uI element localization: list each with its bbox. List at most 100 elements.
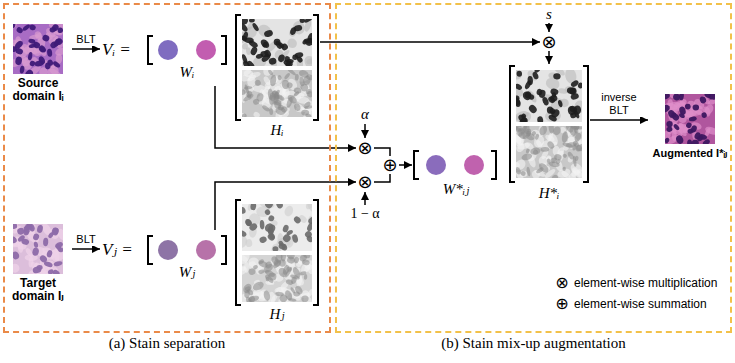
hematoxylin-channel-blob	[248, 222, 258, 232]
histology-image-blob	[673, 123, 681, 131]
operator-symbol: ⊕	[381, 156, 399, 174]
eosin-channel-blob	[269, 108, 273, 115]
histology-image	[13, 24, 63, 74]
histology-image-blob	[701, 112, 708, 119]
hematoxylin-channel-blob	[263, 29, 273, 38]
histology-image-blob	[27, 52, 33, 61]
hematoxylin-channel-blob	[259, 204, 276, 210]
matrix-node: Vⱼ =Wⱼ	[100, 230, 232, 286]
eosin-channel-blob	[546, 158, 551, 164]
node-label: Target domain Iⱼ	[4, 277, 72, 303]
hematoxylin-channel-blob	[306, 204, 312, 214]
hematoxylin-channel-blob	[259, 236, 268, 244]
eosin-channel-blob	[242, 113, 248, 117]
legend-symbol: ⊗	[553, 273, 571, 293]
hematoxylin-channel-blob	[304, 230, 312, 239]
hematoxylin-channel-blob	[553, 73, 561, 80]
edge-label: BLT	[75, 33, 96, 46]
hematoxylin-channel-blob	[567, 105, 576, 116]
hematoxylin-channel-blob	[558, 88, 568, 95]
matrix-bracket	[148, 36, 226, 64]
eosin-channel-blob	[534, 133, 539, 140]
eosin-channel-blob	[538, 126, 548, 136]
eosin-channel-blob	[305, 88, 312, 95]
histology-image-blob	[28, 43, 36, 49]
histology-image-blob	[685, 103, 692, 110]
matrix-bracket	[236, 200, 318, 305]
eosin-channel-blob	[298, 70, 310, 79]
eosin-channel-blob	[277, 75, 283, 81]
histology-image-blob	[29, 60, 36, 67]
hematoxylin-channel-blob	[521, 90, 533, 102]
eosin-channel-blob	[290, 274, 301, 281]
eosin-channel-blob	[546, 140, 555, 150]
eosin-channel-blob	[263, 290, 271, 301]
stain-vector-dot	[196, 40, 216, 60]
eosin-channel-blob	[244, 84, 250, 95]
hematoxylin-channel-blob	[517, 113, 528, 122]
hematoxylin-channel-blob	[251, 22, 260, 32]
histology-image-blob	[43, 238, 49, 247]
histology-image-blob	[691, 139, 699, 144]
legend-text: element-wise summation	[574, 294, 707, 314]
eosin-channel-blob	[301, 295, 309, 302]
eosin-channel-blob	[567, 151, 575, 161]
histology-image-blob	[687, 140, 692, 144]
histology-image-blob	[665, 103, 671, 113]
eosin-channel-blob	[253, 264, 259, 270]
edge-label: BLT	[75, 233, 96, 246]
hematoxylin-channel-blob	[293, 24, 303, 32]
histology-image-blob	[704, 125, 715, 136]
histology-image-blob	[29, 24, 36, 31]
hematoxylin-channel-blob	[516, 70, 523, 81]
histology-image-blob	[671, 113, 680, 122]
matrix-bracket	[236, 15, 318, 120]
connector	[320, 41, 540, 43]
hematoxylin-channel-blob	[538, 89, 546, 99]
histology-image-blob	[690, 125, 698, 134]
hematoxylin-channel-blob	[272, 246, 278, 251]
eosin-channel-blob	[253, 111, 261, 117]
histology-image-blob	[36, 224, 43, 233]
hematoxylin-channel-ground	[242, 19, 312, 66]
eosin-channel-blob	[521, 152, 533, 161]
connector	[374, 148, 390, 156]
histology-image-blob	[36, 265, 42, 270]
histology-image-blob	[37, 44, 46, 53]
hematoxylin-channel-blob	[242, 42, 249, 50]
eosin-channel-blob	[261, 104, 270, 112]
hematoxylin-channel-blob	[242, 31, 249, 42]
eosin-channel-blob	[251, 280, 265, 292]
eosin-channel-blob	[264, 260, 273, 269]
histology-image-blob	[13, 263, 20, 273]
histology-image-blob	[22, 24, 31, 32]
histology-image-blob	[679, 94, 685, 101]
hematoxylin-channel	[242, 204, 312, 251]
histology-image	[13, 224, 63, 274]
node-label: H*ᵢ	[508, 184, 590, 202]
hematoxylin-channel-blob	[291, 234, 299, 244]
histology-image-blob	[53, 260, 63, 267]
eosin-channel-blob	[269, 92, 276, 101]
hematoxylin-channel-blob	[516, 100, 521, 108]
eosin-channel-blob	[562, 153, 568, 159]
connector	[590, 119, 648, 121]
eosin-channel-blob	[299, 270, 307, 276]
leader-arrow	[548, 23, 550, 32]
eosin-channel-blob	[295, 74, 299, 81]
histology-image-blob	[19, 65, 25, 73]
eosin-channel-blob	[532, 149, 539, 156]
hematoxylin-channel-blob	[275, 204, 284, 209]
eosin-channel-blob	[576, 168, 582, 177]
histology-image-blob	[13, 250, 20, 260]
hematoxylin-channel-blob	[566, 87, 576, 95]
histology-image-blob	[32, 233, 40, 241]
hematoxylin-channel-blob	[293, 215, 302, 224]
node-label: Augmented I*ᵢⱼ	[648, 147, 732, 160]
hematoxylin-channel-blob	[304, 38, 312, 43]
eosin-channel-blob	[254, 79, 262, 87]
eosin-channel-blob	[293, 292, 300, 297]
histology-image-blob	[41, 34, 50, 43]
eosin-channel-blob	[242, 93, 254, 103]
